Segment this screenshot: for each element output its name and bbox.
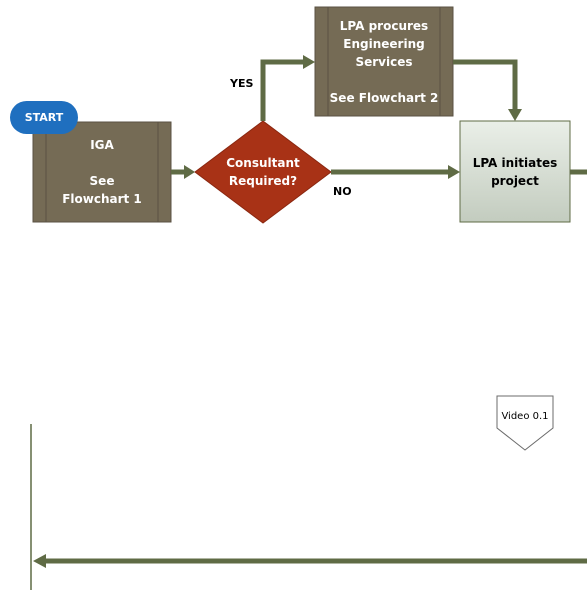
yes-label: YES [230, 77, 254, 90]
arrowhead-to-procures [303, 55, 315, 69]
lpa-procures-label: LPA procures Engineering Services See Fl… [328, 7, 440, 116]
lpa-initiates-label: LPA initiates project [472, 155, 558, 188]
consultant-decision-diamond [194, 120, 332, 224]
lpa-procures-box [314, 6, 454, 117]
arrowhead-to-decision [184, 165, 195, 179]
iga-title: IGA [90, 138, 114, 152]
lpa-procures-reference: See Flowchart 2 [329, 90, 439, 105]
lpa-initiates-box [459, 120, 571, 223]
consultant-decision-label: Consultant Required? [226, 156, 300, 188]
lpa-procures-title: LPA procures Engineering Services [339, 18, 429, 69]
start-terminator [10, 101, 78, 134]
video-marker-shape [496, 395, 554, 451]
edge-procures-to-initiates [453, 59, 518, 110]
iga-reference: See Flowchart 1 [62, 174, 142, 206]
no-label: NO [333, 185, 352, 198]
arrowhead-return [33, 554, 46, 568]
iga-box [32, 121, 172, 223]
start-label: START [24, 111, 64, 124]
iga-box-label: IGA See Flowchart 1 [46, 122, 158, 222]
arrowhead-to-initiates [448, 165, 460, 179]
arrowhead-procures-to-initiates [508, 109, 522, 121]
video-marker-label[interactable]: Video 0.1 [501, 410, 549, 422]
edge-yes [260, 59, 304, 121]
